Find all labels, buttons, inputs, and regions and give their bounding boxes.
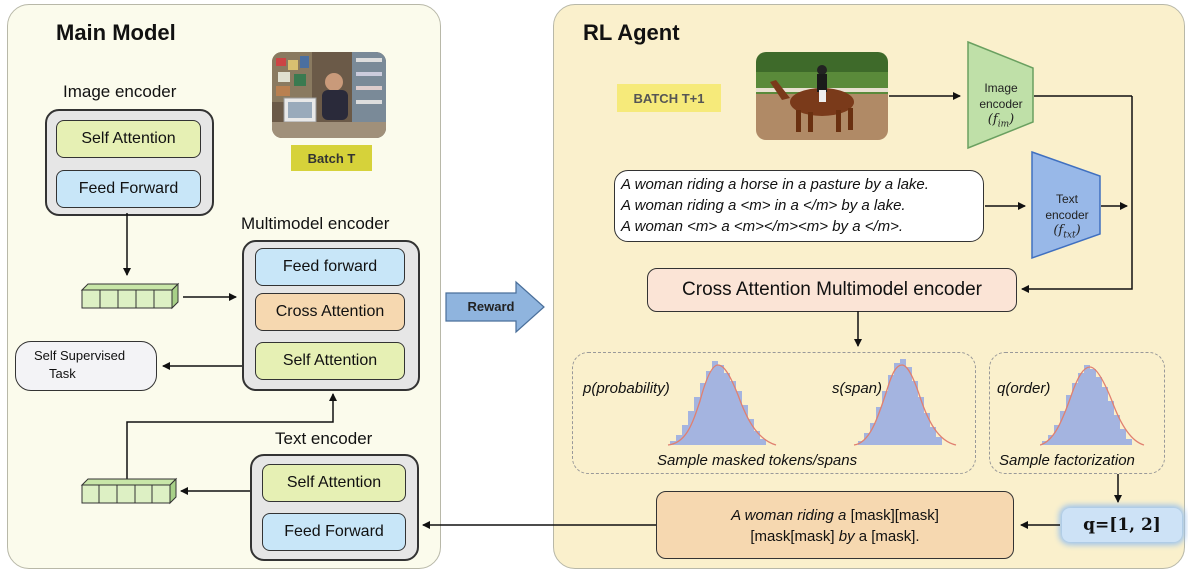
batch-t1-label: BATCH T+1 xyxy=(633,90,705,106)
caption-2: A woman riding a <m> in a </m> by a lake… xyxy=(621,197,906,214)
masked-line-2: [mask[mask] by a [mask]. xyxy=(750,528,920,545)
text-encoder-self-attention: Self Attention xyxy=(262,464,406,502)
masked-output-box: A woman riding a [mask][mask] [mask[mask… xyxy=(656,491,1014,559)
main-model-title: Main Model xyxy=(56,20,176,45)
self-supervised-line1: Self Supervised xyxy=(34,348,126,363)
cross-attention-encoder: Cross Attention Multimodel encoder xyxy=(647,268,1017,312)
main-model-connectors xyxy=(80,213,337,505)
sample-factorization-box xyxy=(989,352,1165,474)
dist-q-label: q(order) xyxy=(997,380,1051,397)
image-encoder-self-attention: Self Attention xyxy=(56,120,201,158)
rl-text-encoder-label: Text encoder (ftxt) xyxy=(1034,191,1100,244)
dist-s-label: s(span) xyxy=(832,380,883,397)
batch-t-badge: Batch T xyxy=(291,145,372,171)
multimodel-feed-forward: Feed forward xyxy=(255,248,405,286)
rl-image-encoder-line2: encoder xyxy=(979,97,1023,111)
rl-image-encoder-fn: (fim) xyxy=(987,112,1015,130)
image-token-strip xyxy=(80,282,180,310)
rl-agent-title: RL Agent xyxy=(583,20,680,45)
text-encoder-feed-forward: Feed Forward xyxy=(262,513,406,551)
q-value-badge: q=[1, 2] xyxy=(1062,508,1182,542)
rl-text-encoder-shape xyxy=(1031,150,1101,260)
histogram-p xyxy=(667,361,777,446)
multimodel-cross-attention: Cross Attention xyxy=(255,293,405,331)
self-supervised-task-box: Self Supervised Task xyxy=(15,341,157,391)
sample-factorization-label: Sample factorization xyxy=(999,452,1135,469)
histogram-s xyxy=(853,359,957,446)
multimodel-self-attention: Self Attention xyxy=(255,342,405,380)
masked-line-1: A woman riding a [mask][mask] xyxy=(731,507,939,524)
rl-text-encoder-fn: (ftxt) xyxy=(1053,223,1081,241)
image-encoder-label: Image encoder xyxy=(63,82,177,101)
reward-arrow xyxy=(445,280,545,334)
dist-p-label: p(probability) xyxy=(583,380,670,397)
text-token-strip xyxy=(80,477,178,505)
multimodel-encoder-label: Multimodel encoder xyxy=(241,214,390,233)
batch-t-photo xyxy=(272,52,386,138)
batch-t1-badge: BATCH T+1 xyxy=(617,84,721,112)
text-encoder-label: Text encoder xyxy=(275,429,373,448)
rl-image-encoder-label: Image encoder (fim) xyxy=(968,80,1034,133)
captions-box: A woman riding a horse in a pasture by a… xyxy=(614,170,984,242)
batch-t1-photo xyxy=(756,52,888,140)
rl-text-encoder-line1: Text xyxy=(1055,192,1078,206)
rl-image-encoder-shape xyxy=(967,40,1034,150)
rl-text-encoder-line2: encoder xyxy=(1045,208,1089,222)
caption-1: A woman riding a horse in a pasture by a… xyxy=(621,176,929,193)
self-supervised-line2: Task xyxy=(49,366,76,381)
histogram-q xyxy=(1040,365,1145,446)
reward-label: Reward xyxy=(467,299,515,314)
batch-t-label: Batch T xyxy=(307,150,356,166)
image-encoder-feed-forward: Feed Forward xyxy=(56,170,201,208)
sample-tokens-box xyxy=(572,352,976,474)
caption-3: A woman <m> a <m></m><m> by a </m>. xyxy=(621,218,904,235)
rl-image-encoder-line1: Image xyxy=(984,81,1018,95)
sample-tokens-label: Sample masked tokens/spans xyxy=(657,452,858,469)
